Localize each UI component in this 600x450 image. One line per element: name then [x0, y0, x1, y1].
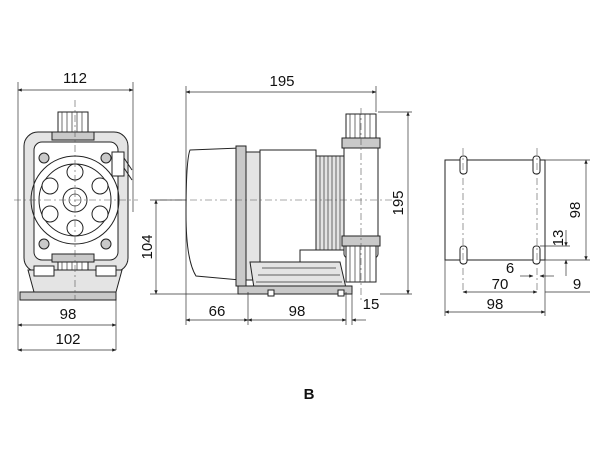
dim-bracket-width: 98 — [487, 296, 504, 313]
motor-cap — [185, 147, 241, 281]
dim-slot-height: 13 — [550, 230, 567, 247]
motor-body — [259, 149, 317, 263]
figure-caption: B — [304, 386, 315, 403]
dim-front-offset: 66 — [209, 303, 226, 320]
dim-bracket-height: 98 — [567, 202, 584, 219]
slot-top-left — [459, 155, 468, 175]
bracket-view: 98 13 6 70 98 9 — [444, 148, 590, 316]
slot-bottom-right — [532, 245, 541, 265]
top-valve-fitting — [57, 111, 89, 135]
front-base-plate — [19, 291, 117, 301]
ribbed-neck — [315, 155, 345, 251]
side-view: 195 — [139, 73, 412, 325]
dim-side-length: 195 — [269, 73, 294, 90]
side-base-plate — [237, 285, 353, 295]
dim-hole-spacing: 70 — [492, 276, 509, 293]
dim-width-top: 112 — [63, 70, 87, 87]
dim-shaft-height: 104 — [139, 234, 156, 259]
dim-side-height: 195 — [390, 190, 407, 215]
dim-base-length: 98 — [289, 303, 306, 320]
dim-slot-width: 6 — [506, 260, 514, 277]
dim-base-inner: 98 — [60, 306, 77, 323]
dim-edge-offset: 9 — [573, 276, 581, 293]
front-view: 112 — [14, 70, 138, 352]
slot-bottom-left — [459, 245, 468, 265]
bracket-plate — [444, 159, 546, 261]
dim-foot-offset: 15 — [363, 296, 380, 313]
slot-top-right — [532, 155, 541, 175]
dim-base-outer: 102 — [55, 331, 80, 348]
